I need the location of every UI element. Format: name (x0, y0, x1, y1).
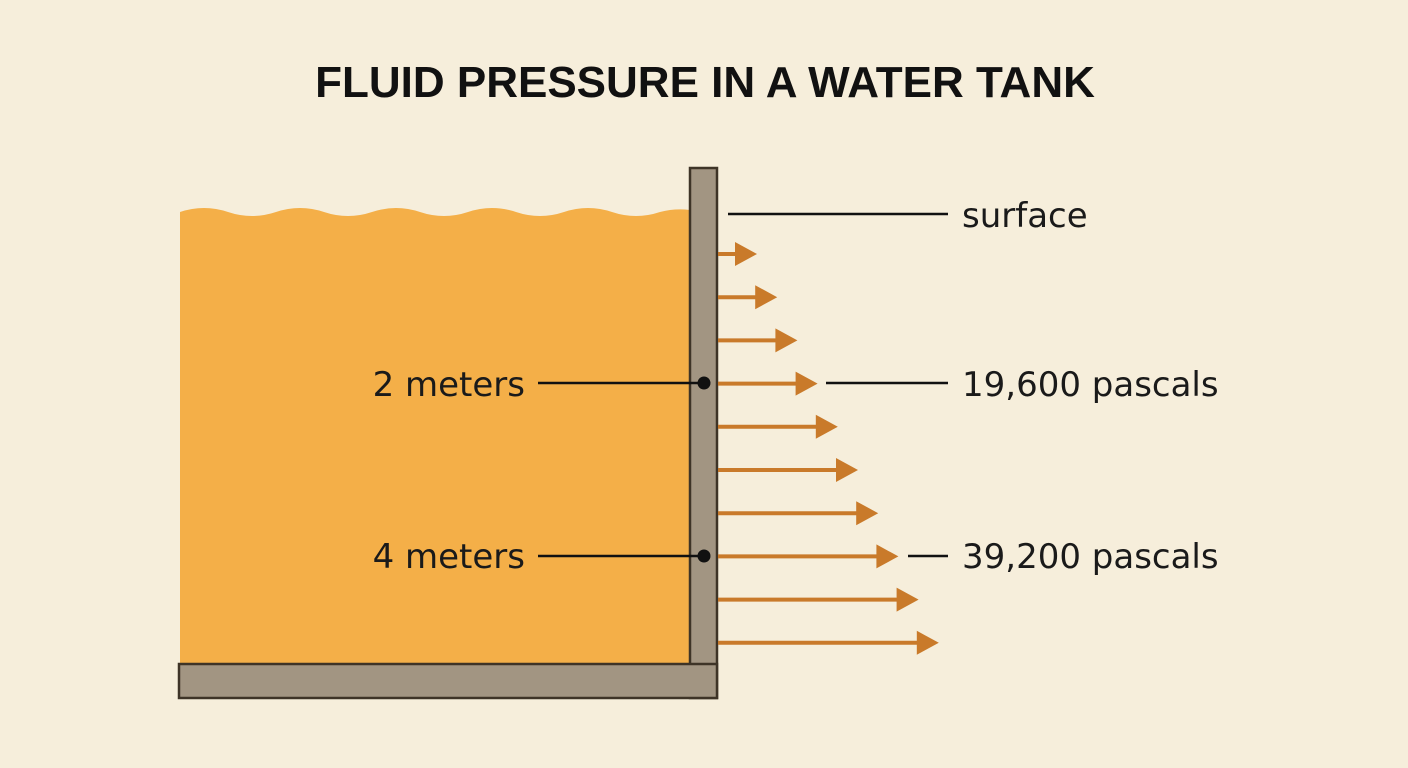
pressure-arrow-head (916, 630, 939, 655)
pressure-arrow-head (836, 458, 858, 482)
pressure-arrow-head (896, 587, 919, 612)
pressure-2-label: 19,600 pascals (962, 365, 1219, 405)
depth-2-label: 2 meters (373, 365, 525, 405)
pressure-arrow (718, 414, 838, 439)
pressure-4-label: 39,200 pascals (962, 537, 1219, 577)
tank-wall (688, 166, 719, 700)
pressure-arrow-head (876, 544, 899, 569)
water-body (180, 208, 690, 664)
pressure-arrow-head (735, 242, 757, 266)
pressure-arrow (718, 242, 757, 266)
pressure-arrow (718, 630, 939, 655)
tank-floor (177, 662, 719, 700)
pressure-arrow (718, 285, 778, 310)
depth-4-marker-dot (697, 549, 711, 563)
pressure-arrows (718, 242, 939, 655)
pressure-arrow (718, 458, 858, 482)
pressure-arrow-head (815, 414, 838, 439)
diagram-title: FLUID PRESSURE IN A WATER TANK (315, 58, 1095, 107)
depth-4-label: 4 meters (373, 537, 525, 577)
depth-2-marker-dot (697, 376, 711, 390)
pressure-arrow (718, 587, 919, 612)
pressure-arrow (718, 501, 879, 526)
pressure-arrow (718, 328, 798, 353)
pressure-arrow (718, 544, 899, 569)
pressure-arrow-head (795, 371, 818, 396)
pressure-arrow-head (755, 285, 778, 310)
pressure-arrow-head (775, 328, 798, 353)
pressure-arrow (718, 371, 818, 396)
pressure-arrow-head (856, 501, 879, 526)
surface-label: surface (962, 196, 1088, 236)
